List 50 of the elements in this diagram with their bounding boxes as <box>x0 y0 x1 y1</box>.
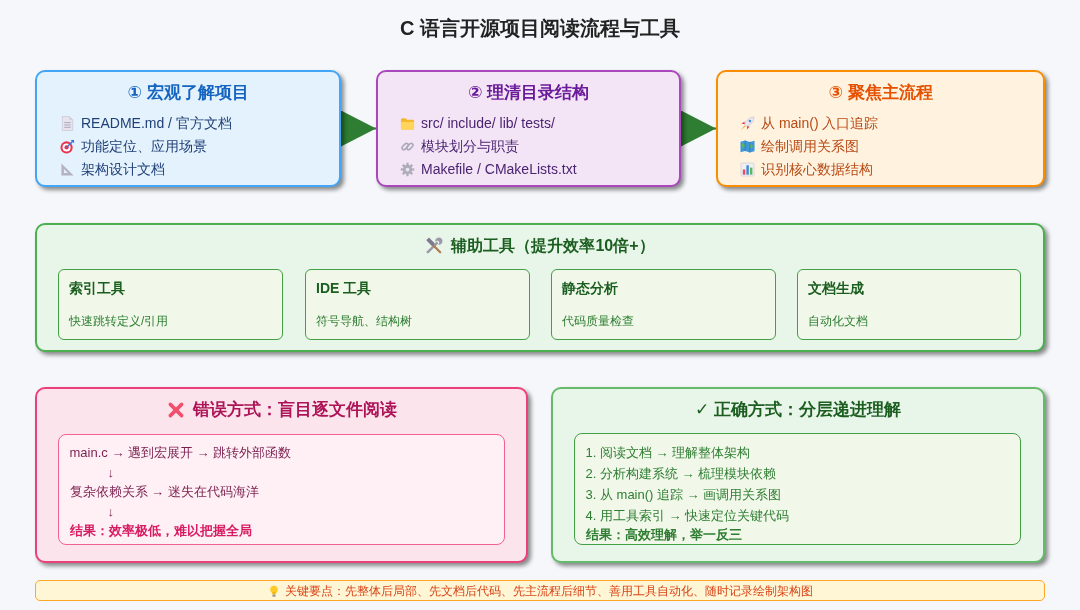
step-item: 从 main() 入口追踪 <box>761 113 879 133</box>
tool-card <box>797 269 1021 340</box>
tool-category: 静态分析 <box>562 278 618 298</box>
tools-panel <box>35 223 1045 352</box>
arrow <box>340 110 377 147</box>
step-card <box>35 70 341 187</box>
step-item: src/ include/ lib/ tests/ <box>421 113 555 133</box>
step-item: 模块划分与职责 <box>421 136 519 156</box>
step-item: Makefile / CMakeLists.txt <box>421 159 577 179</box>
flow-text: 复杂依赖关系 → 迷失在代码海洋 <box>69 483 259 501</box>
tool-category: 索引工具 <box>69 278 125 298</box>
tool-description: 符号导航、结构树 <box>316 312 412 330</box>
card-title: ② 理清目录结构 <box>467 81 590 104</box>
down-arrow: ↓ <box>107 502 114 521</box>
tool-card <box>305 269 530 340</box>
card-title: ③ 聚焦主流程 <box>828 81 933 104</box>
step-item: 功能定位、应用场景 <box>81 136 207 156</box>
flow-box <box>57 433 505 545</box>
flow-text: 2. 分析构建系统 → 梳理模块依赖 <box>585 465 777 483</box>
tip-bar <box>35 580 1045 601</box>
tool-category: IDE 工具 <box>316 278 372 298</box>
tip-text: 关键要点：先整体后局部、先文档后代码、先主流程后细节、善用工具自动化、随时记录绘制架构图 <box>284 582 813 600</box>
panel-title: 错误方式：盲目逐文件阅读 <box>192 398 397 421</box>
flow-text: 4. 用工具索引 → 快速定位关键代码 <box>585 507 790 525</box>
step-card <box>376 70 681 187</box>
arrow <box>680 110 717 147</box>
tool-description: 快速跳转定义/引用 <box>69 312 169 330</box>
step-card <box>716 70 1045 187</box>
tool-description: 代码质量检查 <box>562 312 634 330</box>
panel-title: ✓ 正确方式：分层递进理解 <box>695 398 901 421</box>
step-item: 架构设计文档 <box>81 159 165 179</box>
tool-card <box>58 269 283 340</box>
diagram-title: C 语言开源项目阅读流程与工具 <box>400 17 680 39</box>
flow-text: 1. 阅读文档 → 理解整体架构 <box>585 444 751 462</box>
step-item: 绘制调用关系图 <box>761 136 859 156</box>
comparison-panel <box>551 387 1045 563</box>
comparison-panel <box>35 387 528 563</box>
card-title: ① 宏观了解项目 <box>127 81 249 104</box>
down-arrow: ↓ <box>107 463 114 482</box>
flow-text: main.c → 遇到宏展开 → 跳转外部函数 <box>69 444 292 462</box>
tool-category: 文档生成 <box>808 278 864 298</box>
step-item: README.md / 官方文档 <box>81 113 232 133</box>
steps-box <box>573 432 1021 545</box>
result-text: 结果：效率极低，难以把握全局 <box>69 522 252 540</box>
result-text: 结果：高效理解，举一反三 <box>585 526 742 543</box>
panel-title: 辅助工具（提升效率10倍+） <box>451 235 655 256</box>
tool-description: 自动化文档 <box>808 312 868 330</box>
flow-text: 3. 从 main() 追踪 → 画调用关系图 <box>585 486 782 504</box>
tool-card <box>551 269 776 340</box>
step-item: 识别核心数据结构 <box>761 159 873 179</box>
